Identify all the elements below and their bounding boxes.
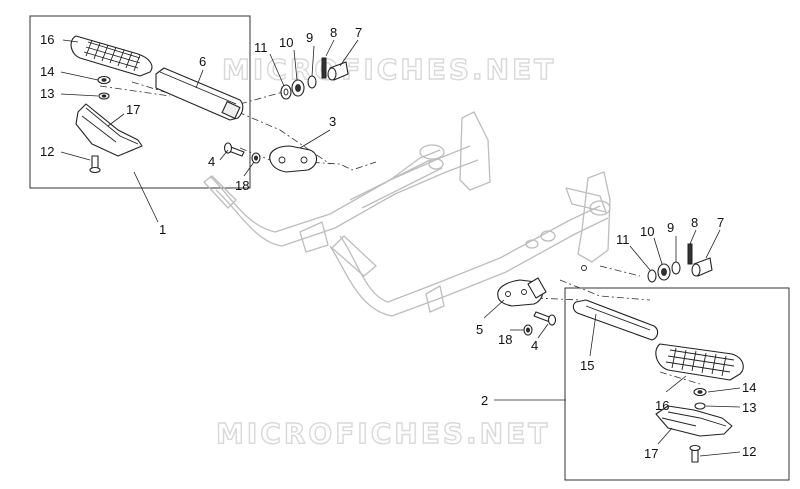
spring-washer-13-left bbox=[98, 92, 110, 100]
bolt-4-bottom bbox=[533, 311, 557, 326]
heel-plate-17-right bbox=[655, 405, 733, 437]
heel-plate-17-left bbox=[75, 103, 143, 157]
callout-labels: 16 14 13 17 12 6 1 11 10 9 8 7 3 4 18 11… bbox=[40, 25, 756, 461]
callout-17-left: 17 bbox=[126, 102, 140, 117]
washer-18-top bbox=[251, 152, 261, 164]
callout-11-right: 11 bbox=[616, 232, 630, 247]
callout-9-right: 9 bbox=[667, 220, 674, 235]
callout-15: 15 bbox=[580, 358, 594, 373]
callout-2: 2 bbox=[481, 393, 488, 408]
callout-3: 3 bbox=[329, 114, 336, 129]
spacer-10-right bbox=[657, 263, 671, 281]
bracket-plate-3 bbox=[269, 145, 318, 173]
washer-18-bottom bbox=[523, 324, 533, 336]
callout-18-bottom: 18 bbox=[498, 332, 512, 347]
callout-7-top: 7 bbox=[355, 25, 362, 40]
callout-12-left: 12 bbox=[40, 144, 54, 159]
assembly-guide-lines bbox=[99, 81, 701, 385]
callout-16-left: 16 bbox=[40, 32, 54, 47]
spacer-10-top bbox=[291, 79, 305, 97]
washer-11-top bbox=[280, 84, 292, 100]
watermark-bottom: MICROFICHES.NET bbox=[216, 417, 550, 450]
washer-14-right bbox=[693, 387, 707, 397]
callout-5: 5 bbox=[476, 322, 483, 337]
bracket-plate-5 bbox=[497, 277, 547, 307]
callout-1: 1 bbox=[159, 222, 166, 237]
footpeg-arm-15-right bbox=[572, 299, 659, 341]
ring-9-right bbox=[671, 261, 681, 275]
callout-17-right: 17 bbox=[644, 446, 658, 461]
pin-8-right bbox=[687, 243, 693, 265]
pivot-pin-7-top bbox=[327, 61, 349, 81]
washer-11-right bbox=[647, 269, 657, 283]
right-footpeg-group-box bbox=[564, 287, 790, 481]
leader-lines bbox=[60, 39, 741, 457]
bolt-4-top bbox=[223, 142, 245, 157]
callout-4-bottom: 4 bbox=[531, 338, 538, 353]
callout-7-right: 7 bbox=[717, 215, 724, 230]
footpeg-rubber-16-right bbox=[655, 343, 744, 381]
callout-16-right: 16 bbox=[655, 398, 669, 413]
footpeg-support-frame bbox=[203, 111, 611, 317]
pin-8-top bbox=[321, 57, 327, 79]
footpeg-rubber-16-left bbox=[70, 35, 153, 77]
callout-13-left: 13 bbox=[40, 86, 54, 101]
callout-10-right: 10 bbox=[640, 224, 654, 239]
callout-4-top: 4 bbox=[208, 154, 215, 169]
pivot-pin-7-right bbox=[691, 257, 713, 277]
callout-14-left: 14 bbox=[40, 64, 54, 79]
callout-8-right: 8 bbox=[691, 215, 698, 230]
washer-14-left bbox=[97, 75, 111, 85]
callout-11-top: 11 bbox=[254, 40, 268, 55]
callout-8-top: 8 bbox=[330, 25, 337, 40]
left-footpeg-group-box bbox=[29, 15, 251, 189]
spring-washer-13-right bbox=[694, 402, 706, 410]
callout-12-right: 12 bbox=[742, 444, 756, 459]
footpeg-arm-6-left bbox=[155, 67, 244, 121]
callout-6: 6 bbox=[199, 54, 206, 69]
callout-9-top: 9 bbox=[306, 30, 313, 45]
screw-12-left bbox=[89, 155, 101, 174]
callout-14-right: 14 bbox=[742, 380, 756, 395]
screw-12-right bbox=[689, 444, 701, 463]
callout-13-right: 13 bbox=[742, 400, 756, 415]
callout-18-top: 18 bbox=[235, 178, 249, 193]
callout-10-top: 10 bbox=[279, 35, 293, 50]
ring-9-top bbox=[307, 75, 317, 89]
